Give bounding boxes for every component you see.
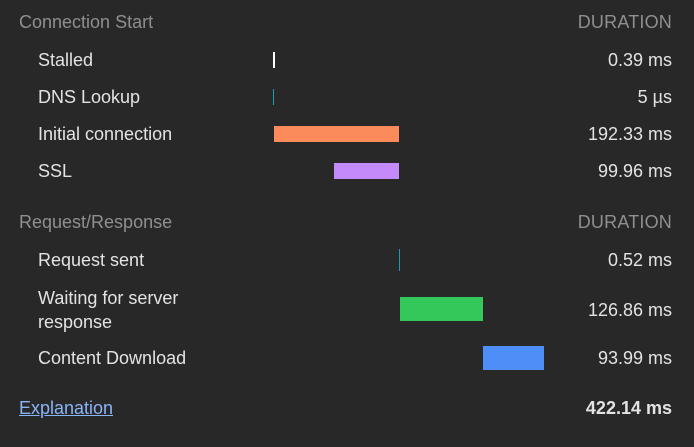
connection-section-title: Connection Start xyxy=(19,11,154,32)
explanation-link[interactable]: Explanation xyxy=(19,398,114,418)
timing-row-dns-lookup: DNS Lookup 5 µs xyxy=(0,82,694,112)
timing-value: 0.39 ms xyxy=(607,49,672,70)
connection-section-header: Connection Start DURATION xyxy=(19,10,672,34)
timing-bar-dns-lookup xyxy=(273,89,274,105)
request-section-title: Request/Response xyxy=(19,211,173,232)
timing-row-waiting: Waiting for server response 126.86 ms xyxy=(0,284,694,336)
timing-label: SSL xyxy=(38,160,73,181)
timing-label: Initial connection xyxy=(38,123,173,144)
timing-label: Content Download xyxy=(38,347,187,368)
timing-row-stalled: Stalled 0.39 ms xyxy=(0,45,694,75)
timing-bar-ssl xyxy=(334,163,399,179)
request-duration-header: DURATION xyxy=(577,211,672,232)
timing-row-request-sent: Request sent 0.52 ms xyxy=(0,245,694,275)
timing-bar-request-sent xyxy=(399,249,400,271)
timing-bar-content-download xyxy=(483,346,544,370)
timing-value: 5 µs xyxy=(637,86,672,107)
timing-row-ssl: SSL 99.96 ms xyxy=(0,156,694,186)
timing-row-initial-connection: Initial connection 192.33 ms xyxy=(0,119,694,149)
total-duration: 422.14 ms xyxy=(585,398,672,418)
timing-value: 99.96 ms xyxy=(597,160,672,181)
connection-duration-header: DURATION xyxy=(577,11,672,32)
timing-label: Waiting for server response xyxy=(38,288,179,332)
timing-label: Request sent xyxy=(38,249,145,270)
timing-label: DNS Lookup xyxy=(38,86,141,107)
timing-row-content-download: Content Download 93.99 ms xyxy=(0,343,694,373)
timing-value: 126.86 ms xyxy=(587,299,672,320)
timing-bar-waiting xyxy=(400,297,483,321)
timing-label: Stalled xyxy=(38,49,94,70)
timing-bar-initial-connection xyxy=(274,126,399,142)
request-section-header: Request/Response DURATION xyxy=(19,210,672,234)
timing-value: 0.52 ms xyxy=(607,249,672,270)
timing-value: 192.33 ms xyxy=(587,123,672,144)
timing-bar-stalled xyxy=(273,52,275,68)
timing-value: 93.99 ms xyxy=(597,347,672,368)
